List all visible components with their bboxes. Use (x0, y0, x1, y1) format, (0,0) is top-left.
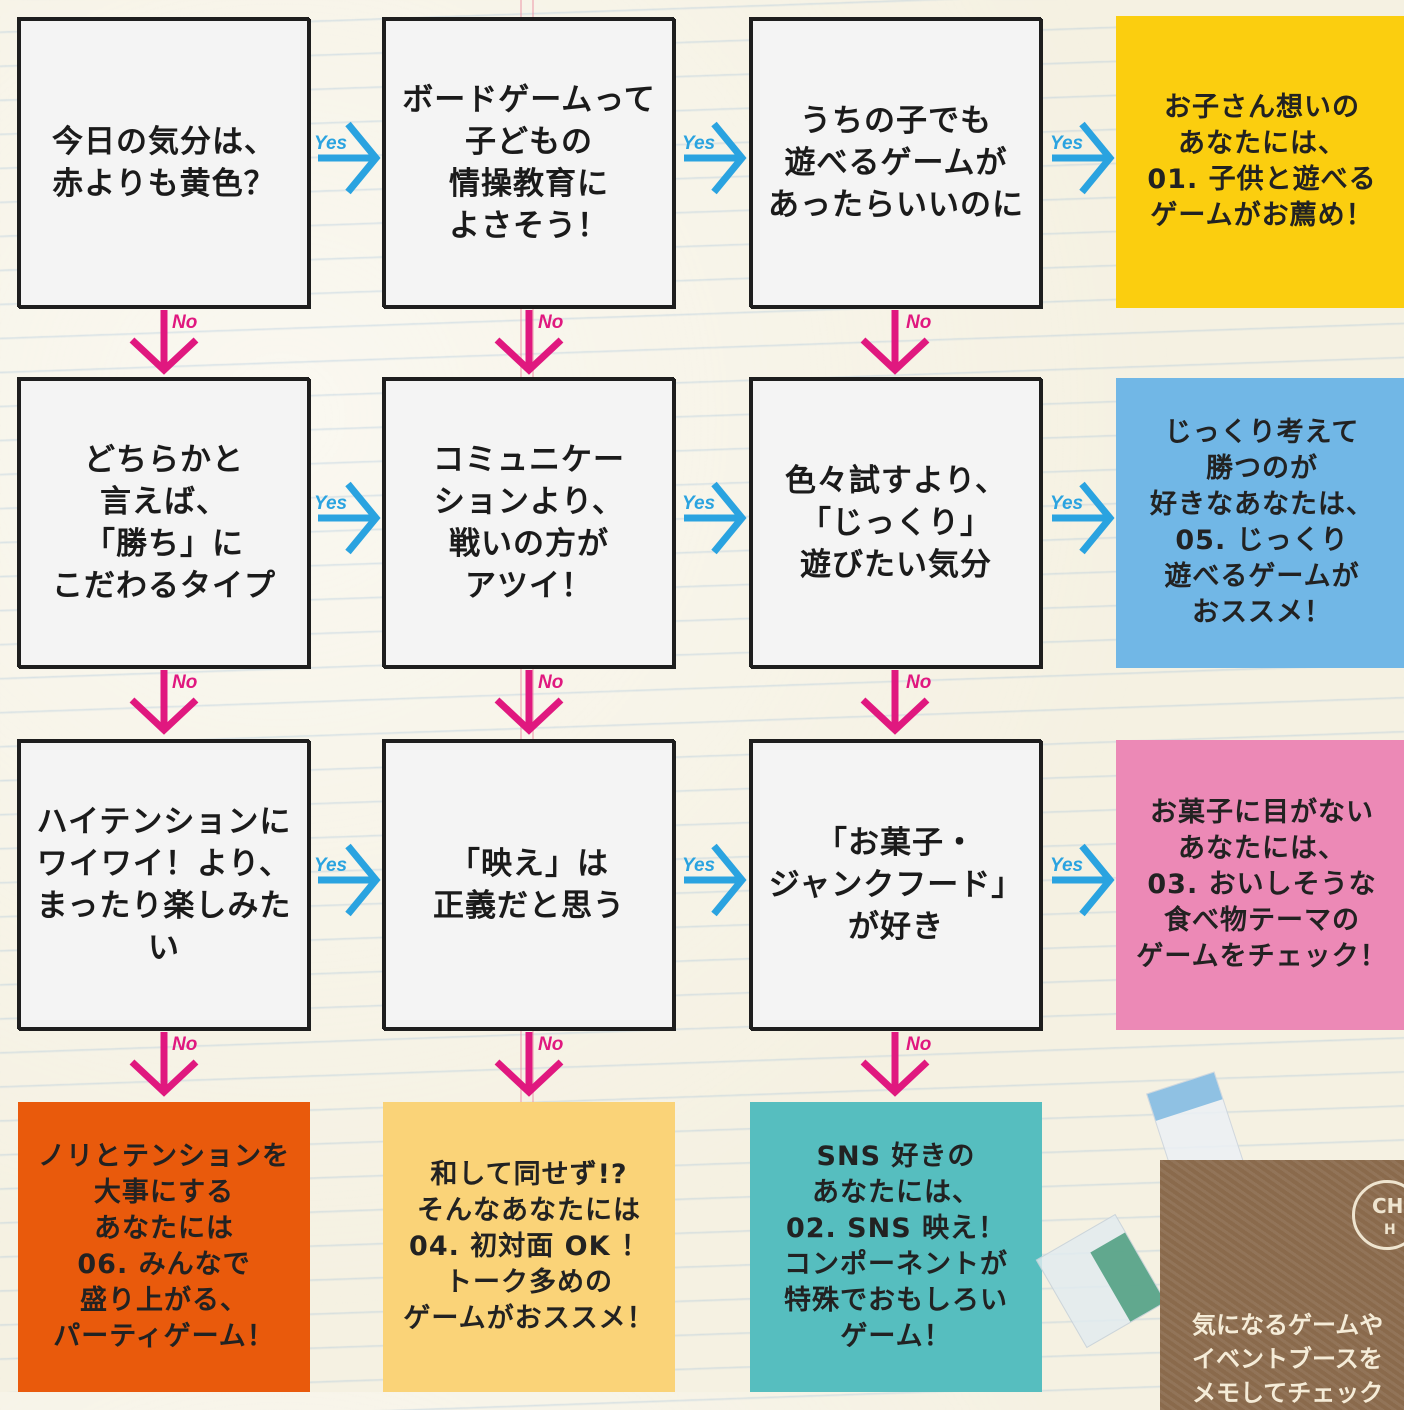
result-box-05-strategy: じっくり考えて 勝つのが 好きなあなたは、 05. じっくり 遊べるゲームが お… (1116, 378, 1404, 668)
no-label: No (172, 1034, 198, 1055)
yes-arrow-icon (318, 481, 381, 555)
yes-label: Yes (1050, 855, 1084, 876)
no-arrow-icon (860, 670, 930, 735)
yes-label: Yes (314, 133, 348, 154)
question-box-3: うちの子でも 遊べるゲームが あったらいいのに (750, 18, 1042, 308)
question-box-8: 「映え」は 正義だと思う (383, 740, 675, 1030)
no-label: No (906, 312, 932, 333)
no-label: No (906, 1034, 932, 1055)
result-box-01-kids: お子さん想いの あなたには、 01. 子供と遊べる ゲームがお薦め！ (1116, 16, 1404, 308)
question-text-2: ボードゲームって 子どもの 情操教育に よさそう！ (402, 82, 656, 244)
yes-arrow-icon (1052, 481, 1115, 555)
result-text-02: SNS 好きの あなたには、 02. SNS 映え！ コンポーネントが 特殊でお… (784, 1141, 1008, 1352)
no-arrow-icon (494, 1032, 564, 1097)
question-text-5: コミュニケー ションより、 戦いの方が アツイ！ (433, 442, 625, 604)
question-box-5: コミュニケー ションより、 戦いの方が アツイ！ (383, 378, 675, 668)
no-label: No (538, 1034, 564, 1055)
yes-label: Yes (314, 855, 348, 876)
result-text-05: じっくり考えて 勝つのが 好きなあなたは、 05. じっくり 遊べるゲームが お… (1150, 417, 1374, 628)
yes-label: Yes (682, 133, 716, 154)
question-box-2: ボードゲームって 子どもの 情操教育に よさそう！ (383, 18, 675, 308)
yes-arrow-icon (318, 843, 381, 917)
result-box-04-talk: 和して同せず!? そんなあなたには 04. 初対面 OK ！ トーク多めの ゲー… (383, 1102, 675, 1392)
result-box-06-party: ノリとテンションを 大事にする あなたには 06. みんなで 盛り上がる、 パー… (18, 1102, 310, 1392)
no-arrow-icon (860, 1032, 930, 1097)
yes-arrow-icon (318, 121, 381, 195)
yes-label: Yes (1050, 133, 1084, 154)
yes-arrow-icon (1052, 121, 1115, 195)
memo-card (1160, 1160, 1404, 1410)
question-text-9: 「お菓子・ ジャンクフード」 が好き (768, 825, 1024, 945)
no-arrow-icon (129, 310, 199, 375)
notebook-margin-line (520, 0, 522, 1392)
question-text-7: ハイテンションに ワイワイ！より、 まったり楽しみたい (36, 804, 292, 966)
question-box-7: ハイテンションに ワイワイ！より、 まったり楽しみたい (18, 740, 310, 1030)
stamp-badge (1352, 1180, 1404, 1250)
yes-label: Yes (314, 493, 348, 514)
masking-tape-decoration (1035, 1213, 1167, 1349)
yes-arrow-icon (684, 843, 747, 917)
yes-label: Yes (682, 493, 716, 514)
memo-card-text: 気になるゲームや イベントブースを メモしてチェック (1192, 1311, 1384, 1407)
yes-arrow-icon (684, 121, 747, 195)
no-label: No (538, 672, 564, 693)
no-label: No (906, 672, 932, 693)
stamp-text-bottom: H (1384, 1222, 1396, 1238)
no-arrow-icon (129, 670, 199, 735)
no-label: No (172, 672, 198, 693)
result-box-03-food: お菓子に目がない あなたには、 03. おいしそうな 食べ物テーマの ゲームをチ… (1116, 740, 1404, 1030)
no-arrow-icon (860, 310, 930, 375)
no-arrow-icon (494, 670, 564, 735)
result-text-03: お菓子に目がない あなたには、 03. おいしそうな 食べ物テーマの ゲームをチ… (1136, 797, 1388, 972)
yes-arrow-icon (1052, 843, 1115, 917)
question-text-3: うちの子でも 遊べるゲームが あったらいいのに (768, 103, 1024, 223)
question-text-6: 色々試すより、 「じっくり」 遊びたい気分 (784, 463, 1008, 583)
result-text-01: お子さん想いの あなたには、 01. 子供と遊べる ゲームがお薦め！ (1147, 92, 1377, 231)
question-box-6: 色々試すより、 「じっくり」 遊びたい気分 (750, 378, 1042, 668)
question-text-4: どちらかと 言えば、 「勝ち」に こだわるタイプ (52, 442, 276, 604)
stamp-text-top: CH (1372, 1194, 1404, 1218)
question-text-8: 「映え」は 正義だと思う (433, 846, 625, 924)
result-text-04: 和して同せず!? そんなあなたには 04. 初対面 OK ！ トーク多めの ゲー… (403, 1159, 655, 1334)
notebook-margin-line (532, 0, 534, 1392)
result-text-06: ノリとテンションを 大事にする あなたには 06. みんなで 盛り上がる、 パー… (38, 1141, 290, 1352)
no-arrow-icon (129, 1032, 199, 1097)
no-label: No (172, 312, 198, 333)
yes-label: Yes (1050, 493, 1084, 514)
no-label: No (538, 312, 564, 333)
yes-arrow-icon (684, 481, 747, 555)
no-arrow-icon (494, 310, 564, 375)
question-text-1: 今日の気分は、 赤よりも黄色？ (52, 124, 276, 202)
result-box-02-sns: SNS 好きの あなたには、 02. SNS 映え！ コンポーネントが 特殊でお… (750, 1102, 1042, 1392)
question-box-9: 「お菓子・ ジャンクフード」 が好き (750, 740, 1042, 1030)
question-box-1: 今日の気分は、 赤よりも黄色？ (18, 18, 310, 308)
yes-label: Yes (682, 855, 716, 876)
question-box-4: どちらかと 言えば、 「勝ち」に こだわるタイプ (18, 378, 310, 668)
